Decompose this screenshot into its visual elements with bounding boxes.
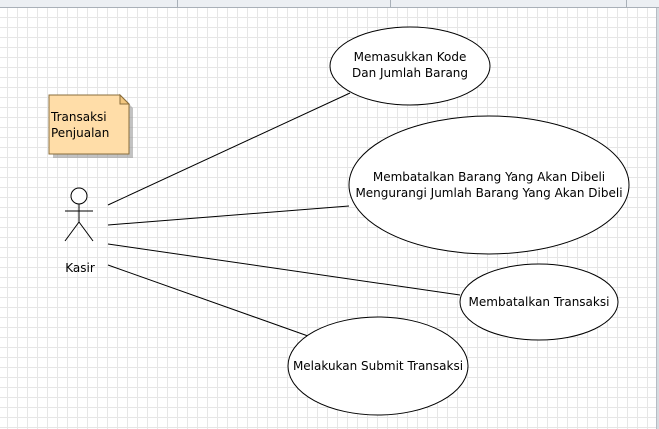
actor-label: Kasir <box>65 261 95 275</box>
use-case-membatalkan-barang[interactable]: Membatalkan Barang Yang Akan Dibeli Meng… <box>348 115 630 255</box>
actor-stick-figure-icon <box>64 187 94 242</box>
note-line-1: Transaksi <box>50 110 107 124</box>
use-case-label-line-2: Mengurangi Jumlah Barang Yang Akan Dibel… <box>355 186 622 200</box>
association-line-4[interactable] <box>107 264 309 337</box>
actor-kasir[interactable]: Kasir <box>64 187 95 275</box>
use-case-membatalkan-transaksi[interactable]: Membatalkan Transaksi <box>459 263 619 341</box>
toolbar-segment <box>0 0 178 7</box>
canvas-scroll-edge <box>656 8 659 429</box>
toolbar-segment <box>178 0 391 7</box>
note-transaksi-penjualan[interactable]: Transaksi Penjualan <box>48 93 133 158</box>
use-case-label-line-1: Memasukkan Kode <box>354 50 467 64</box>
use-case-label: Membatalkan Transaksi <box>469 295 610 309</box>
association-line-3[interactable] <box>107 243 461 296</box>
editor-toolbar-strip <box>0 0 659 8</box>
use-case-melakukan-submit-transaksi[interactable]: Melakukan Submit Transaksi <box>287 316 469 416</box>
toolbar-segment <box>391 0 627 7</box>
use-case-memasukkan-kode[interactable]: Memasukkan Kode Dan Jumlah Barang <box>329 26 491 106</box>
use-case-label-line-2: Dan Jumlah Barang <box>352 66 468 80</box>
use-case-label-line-1: Membatalkan Barang Yang Akan Dibeli <box>373 170 605 184</box>
association-line-2[interactable] <box>107 205 350 226</box>
note-line-2: Penjualan <box>51 126 109 140</box>
association-line-1[interactable] <box>107 92 351 206</box>
use-case-label: Melakukan Submit Transaksi <box>293 359 463 373</box>
